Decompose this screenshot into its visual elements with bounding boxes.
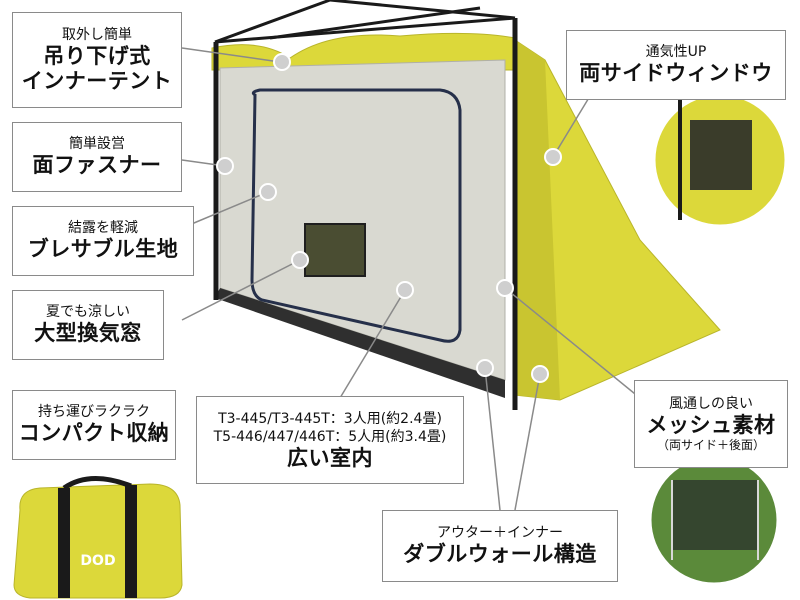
callout-zipper: 簡単設営 面ファスナー	[12, 122, 182, 192]
mesh-inset	[648, 454, 780, 586]
inner-tent-wall	[219, 59, 506, 381]
callout-subtitle: 風通しの良い	[669, 395, 753, 412]
callout-breathable: 結露を軽減 ブレサブル生地	[12, 206, 194, 276]
canopy-frame	[214, 0, 516, 44]
callout-title: 大型換気窓	[34, 321, 142, 345]
door-zipper	[250, 88, 462, 343]
callout-subtitle: アウター＋インナー	[437, 525, 563, 541]
callout-title: コンパクト収納	[18, 421, 170, 445]
bag-logo: DOD	[80, 553, 115, 569]
callout-subtitle: 持ち運びラクラク	[38, 404, 150, 420]
callout-compact: 持ち運びラクラク コンパクト収納	[12, 390, 176, 460]
callout-title: メッシュ素材	[646, 412, 776, 437]
callout-subtitle: 簡単設営	[69, 136, 125, 152]
callout-title: ブレサブル生地	[27, 237, 179, 261]
callout-capacity: T3-445/T3-445T：3人用(約2.4畳) T5-446/447/446…	[196, 396, 464, 484]
callout-subtitle: 結露を軽減	[68, 220, 138, 236]
side-window-inset	[652, 92, 788, 228]
callout-subtitle: 夏でも涼しい	[46, 304, 130, 320]
inner-tent-floor	[215, 288, 505, 398]
callout-double-wall: アウター＋インナー ダブルウォール構造	[382, 510, 618, 582]
callout-window: 夏でも涼しい 大型換気窓	[12, 290, 164, 360]
callout-title: 吊り下げ式	[43, 43, 151, 68]
callout-spec-t3: T3-445/T3-445T：3人用(約2.4畳)	[218, 410, 442, 427]
callout-title: 広い室内	[287, 445, 373, 470]
callout-hanging-inner-tent: 取外し簡単 吊り下げ式 インナーテント	[12, 12, 182, 108]
callout-subtitle: 取外し簡単	[62, 26, 132, 43]
callout-subtitle: 通気性UP	[645, 44, 707, 60]
callout-side-window: 通気性UP 両サイドウィンドウ	[566, 30, 786, 100]
callout-spec-t5: T5-446/447/446T：5人用(約3.4畳)	[213, 428, 447, 445]
callout-title: インナーテント	[21, 68, 173, 93]
carry-bag: DOD	[13, 475, 183, 599]
callout-title: 面ファスナー	[32, 153, 162, 177]
callout-note: （両サイド＋後面）	[656, 437, 765, 452]
pointer-dots	[216, 53, 562, 383]
ventilation-window	[304, 223, 366, 277]
callout-mesh: 風通しの良い メッシュ素材 （両サイド＋後面）	[634, 380, 788, 468]
callout-title: 両サイドウィンドウ	[579, 61, 773, 85]
tent-poles	[213, 18, 518, 410]
callout-title: ダブルウォール構造	[403, 542, 597, 566]
